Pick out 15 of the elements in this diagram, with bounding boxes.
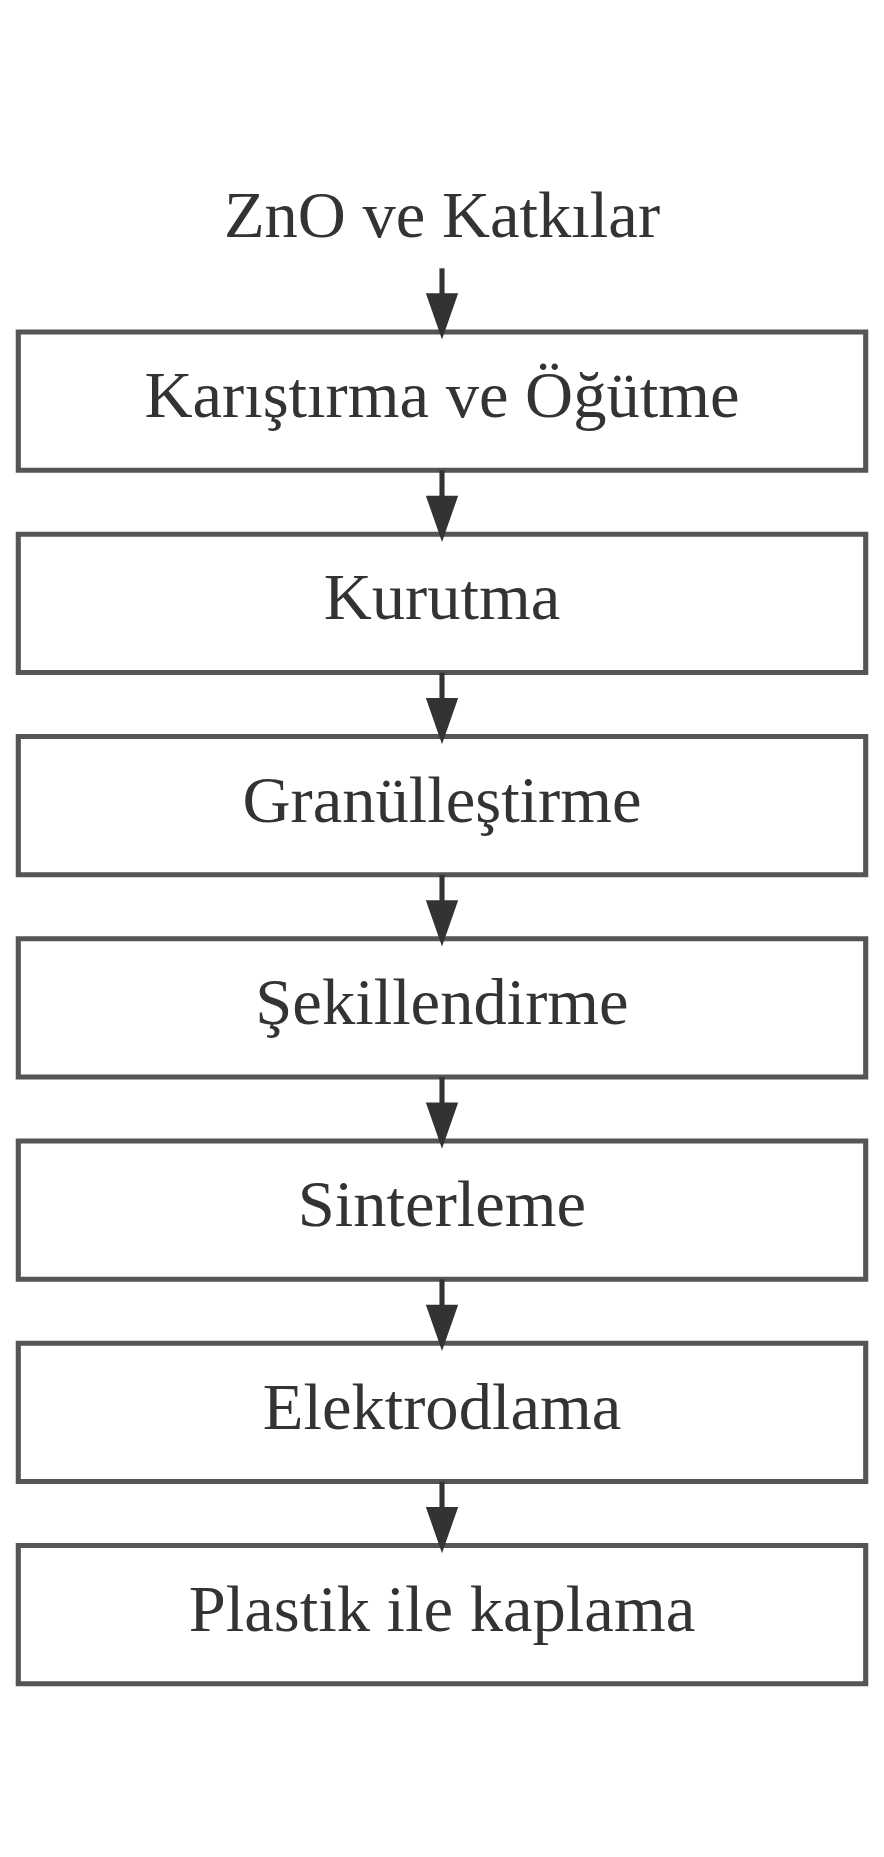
node-box: Karıştırma ve Öğütme xyxy=(15,329,869,473)
node-box: Elektrodlama xyxy=(15,1340,869,1485)
arrow xyxy=(425,1279,459,1351)
node-text: ZnO ve Katkılar xyxy=(223,177,661,251)
node-box: Sinterleme xyxy=(15,1138,869,1282)
arrow xyxy=(425,1077,459,1149)
arrow xyxy=(425,470,459,542)
arrow xyxy=(425,1481,459,1554)
node-box: Plastik ile kaplama xyxy=(15,1542,869,1687)
arrow xyxy=(425,874,459,947)
node-box: Granülleştirme xyxy=(15,733,869,878)
arrow xyxy=(425,672,459,745)
arrow xyxy=(425,268,459,340)
node-box: Şekillendirme xyxy=(15,936,869,1080)
node-box: Kurutma xyxy=(15,531,869,676)
